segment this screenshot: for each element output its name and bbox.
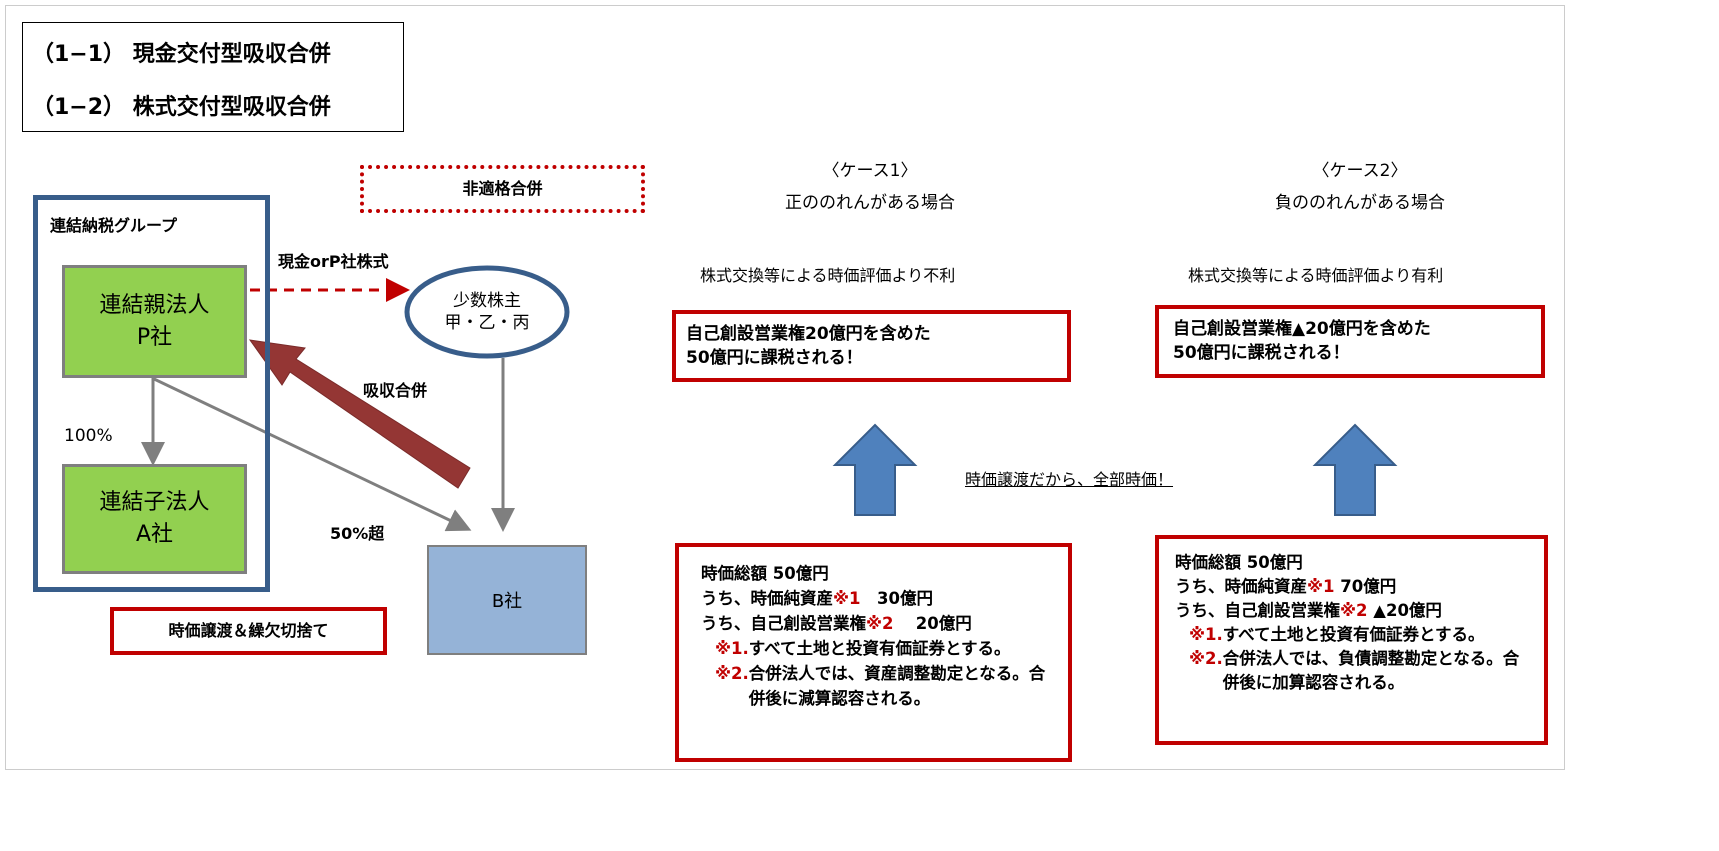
note-mark: ※2 [1340,601,1368,620]
case2-total: 時価総額 50億円 [1175,553,1303,572]
case1-result-box: 自己創設営業権20億円を含めた 50億円に課税される！ [672,310,1071,382]
case2-comparison: 株式交換等による時価評価より有利 [1188,266,1444,285]
text: うち、自己創設営業権 [701,614,866,633]
text: うち、自己創設営業権 [1175,601,1340,620]
parent-line2: P社 [136,324,173,350]
non-qualified-box: 非適格合併 [360,165,645,213]
case1-title: 〈ケース1〉 [822,161,918,181]
child-line2: A社 [135,522,174,547]
case2-header: 〈ケース2〉 負ののれんがある場合 [1210,155,1510,219]
case1-comparison: 株式交換等による時価評価より不利 [700,266,956,285]
case2-net-assets: うち、時価純資産※1 70億円 [1175,575,1528,599]
title-box [22,22,404,132]
case2-title: 〈ケース2〉 [1312,161,1408,181]
majority-label: 50%超 [330,524,385,543]
case2-result-line2: 50億円に課税される！ [1173,343,1350,363]
group-label: 連結納税グループ [50,216,178,235]
note-text: すべて土地と投資有価証券とする。 [748,639,1011,658]
case1-result-line1: 自己創設営業権20億円を含めた [686,324,931,344]
note-mark: ※1. [715,639,749,658]
parent-to-b-arrow [151,376,472,532]
value: ▲20億円 [1367,601,1442,620]
note-text: 合併法人では、負債調整勘定となる。合併後に加算認容される。 [1222,649,1520,692]
child-line1: 連結子法人 [99,490,210,515]
up-arrow-case1 [832,423,918,516]
case1-header: 〈ケース1〉 正ののれんがある場合 [720,155,1020,219]
case2-result-line1: 自己創設営業権▲20億円を含めた [1173,319,1431,339]
note-mark: ※2 [866,614,894,633]
value: 70億円 [1334,577,1397,596]
case1-note1: ※1.すべて土地と投資有価証券とする。 [701,636,1052,661]
case1-note2: ※2.合併法人では、資産調整勘定となる。合併後に減算認容される。 [701,661,1052,711]
case1-detail-box: 時価総額 50億円 うち、時価純資産※1 30億円 うち、自己創設営業権※2 2… [675,543,1072,762]
case2-subtitle: 負ののれんがある場合 [1275,193,1445,213]
title-1: （1−1） 現金交付型吸収合併 [32,42,331,67]
transfer-box: 時価譲渡＆繰欠切捨て [110,607,387,655]
b-company-box: B社 [427,545,587,655]
consolidated-group-box [33,195,270,592]
case1-result-line2: 50億円に課税される！ [686,348,863,368]
value: 20億円 [893,614,972,633]
case1-goodwill: うち、自己創設営業権※2 20億円 [701,611,1052,636]
value: 30億円 [860,589,933,608]
note-mark: ※1. [1189,625,1223,644]
middle-note: 時価譲渡だから、全部時価！ [965,470,1174,489]
note-mark: ※1 [1307,577,1335,596]
up-arrow-case2 [1312,423,1398,516]
case2-detail-box: 時価総額 50億円 うち、時価純資産※1 70億円 うち、自己創設営業権※2 ▲… [1155,535,1548,745]
minority-line2: 甲・乙・丙 [444,313,530,333]
case2-result-box: 自己創設営業権▲20億円を含めた 50億円に課税される！ [1155,305,1545,378]
merger-label: 吸収合併 [363,381,428,400]
minority-ellipse [404,265,570,359]
slide-frame [5,5,1565,770]
title-2: （1−2） 株式交付型吸収合併 [32,95,331,120]
case2-note2: ※2.合併法人では、負債調整勘定となる。合併後に加算認容される。 [1175,647,1528,695]
minority-line1: 少数株主 [453,291,521,311]
note-mark: ※2. [1189,649,1223,668]
case2-note1: ※1.すべて土地と投資有価証券とする。 [1175,623,1528,647]
text: うち、時価純資産 [1175,577,1307,596]
minority-text: 少数株主 甲・乙・丙 [420,290,554,334]
b-company-label: B社 [491,591,523,612]
note-text: 合併法人では、資産調整勘定となる。合併後に減算認容される。 [748,664,1046,708]
payment-label: 現金orP社株式 [278,252,389,271]
note-text: すべて土地と投資有価証券とする。 [1222,625,1485,644]
ownership-label: 100% [64,426,113,446]
text: うち、時価純資産 [701,589,833,608]
note-mark: ※1 [833,589,861,608]
case2-goodwill: うち、自己創設営業権※2 ▲20億円 [1175,599,1528,623]
parent-line1: 連結親法人 [99,292,210,318]
case1-net-assets: うち、時価純資産※1 30億円 [701,586,1052,611]
parent-company-box: 連結親法人 P社 [62,265,247,378]
note-mark: ※2. [715,664,749,683]
child-company-box: 連結子法人 A社 [62,464,247,574]
case1-total: 時価総額 50億円 [701,564,829,583]
case1-subtitle: 正ののれんがある場合 [785,193,955,213]
merger-arrow [248,339,471,489]
